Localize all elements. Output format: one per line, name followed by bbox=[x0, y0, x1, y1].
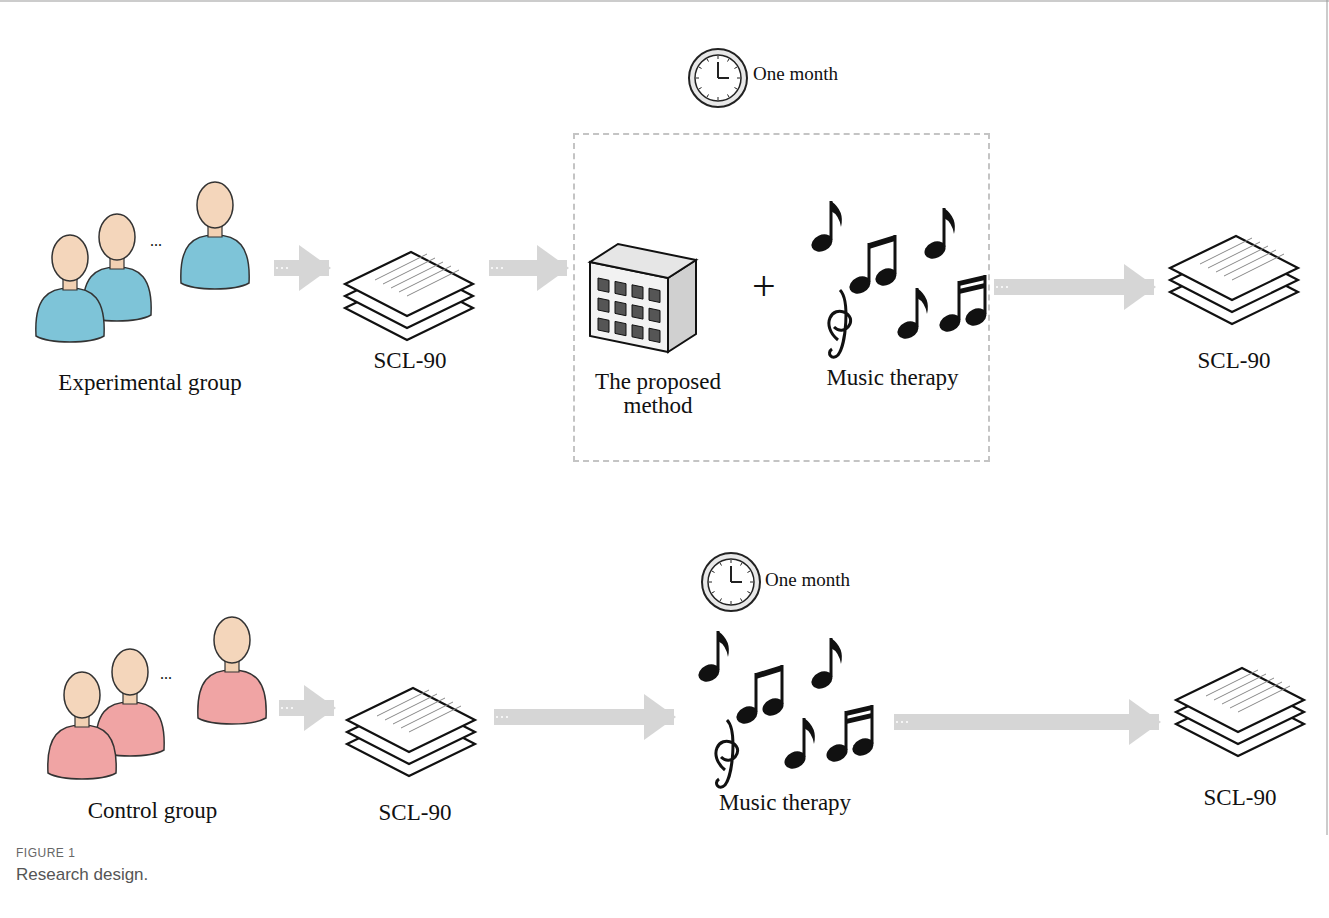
arrow-tail-stripe bbox=[281, 707, 283, 709]
icon-node: SCL-90 bbox=[1160, 225, 1308, 373]
arrow-tail-stripe bbox=[281, 267, 283, 269]
music-notes-icon bbox=[696, 631, 877, 787]
arrow-tail-stripe bbox=[901, 721, 903, 723]
node-label: SCL-90 bbox=[1165, 786, 1315, 810]
frame-line bbox=[1327, 0, 1328, 835]
icon-node: SCL-90 bbox=[1165, 655, 1315, 810]
flow-arrow bbox=[279, 700, 334, 716]
person-icon bbox=[198, 617, 266, 724]
arrow-tail-stripe bbox=[496, 267, 498, 269]
arrow-tail-stripe bbox=[291, 707, 293, 709]
arrow-tail-stripe bbox=[286, 707, 288, 709]
node-label: The proposed method bbox=[583, 370, 733, 418]
node-label: Experimental group bbox=[30, 371, 270, 395]
document-icon bbox=[1176, 668, 1304, 756]
icon-node: Experimental group bbox=[30, 175, 270, 395]
arrow-tail-stripe bbox=[1001, 286, 1003, 288]
ellipsis-mark: ... bbox=[160, 665, 172, 683]
arrow-tail-stripe bbox=[276, 267, 278, 269]
frame-line bbox=[0, 1, 1329, 2]
node-label: Control group bbox=[30, 799, 275, 823]
arrow-tail-stripe bbox=[286, 267, 288, 269]
person-icon bbox=[36, 235, 104, 342]
node-label: SCL-90 bbox=[340, 801, 490, 825]
flow-arrow bbox=[494, 709, 674, 725]
arrow-tail-stripe bbox=[1006, 286, 1008, 288]
flow-arrow bbox=[274, 260, 329, 276]
figure-caption: Research design. bbox=[16, 865, 148, 885]
icon-node: Music therapy bbox=[800, 190, 985, 390]
arrow-tail-stripe bbox=[906, 721, 908, 723]
person-icon bbox=[181, 182, 249, 289]
flow-arrow bbox=[994, 279, 1154, 295]
arrow-tail-stripe bbox=[501, 267, 503, 269]
arrow-tail-stripe bbox=[491, 267, 493, 269]
icon-node: SCL-90 bbox=[340, 675, 490, 825]
arrow-tail-stripe bbox=[496, 716, 498, 718]
arrow-tail-stripe bbox=[506, 716, 508, 718]
person-icon bbox=[48, 672, 116, 779]
intervention-box: One monthThe proposed methodMusic therap… bbox=[573, 133, 990, 462]
arrow-tail-stripe bbox=[501, 716, 503, 718]
ellipsis-mark: ... bbox=[150, 232, 162, 250]
icon-node: The proposed method bbox=[583, 240, 733, 418]
flow-arrow bbox=[489, 260, 567, 276]
node-label: Music therapy bbox=[800, 366, 985, 390]
icon-node: Control group bbox=[30, 605, 275, 823]
arrow-tail-stripe bbox=[996, 286, 998, 288]
arrow-tail-stripe bbox=[896, 721, 898, 723]
icon-node: Music therapy bbox=[680, 615, 890, 815]
building-icon bbox=[590, 244, 696, 352]
clock-icon bbox=[702, 553, 760, 611]
music-notes-icon bbox=[809, 201, 990, 357]
icon-node: SCL-90 bbox=[335, 240, 485, 373]
document-icon bbox=[345, 252, 473, 340]
node-label: Music therapy bbox=[680, 791, 890, 815]
node-label: SCL-90 bbox=[1160, 349, 1308, 373]
duration-label: One month bbox=[765, 569, 850, 591]
flow-arrow bbox=[894, 714, 1159, 730]
figure-number: FIGURE 1 bbox=[16, 846, 75, 860]
duration-label: One month bbox=[753, 63, 838, 85]
node-label: SCL-90 bbox=[335, 349, 485, 373]
document-icon bbox=[1170, 236, 1298, 324]
document-icon bbox=[347, 688, 475, 776]
clock-icon bbox=[689, 49, 747, 107]
plus-sign: + bbox=[752, 262, 776, 310]
